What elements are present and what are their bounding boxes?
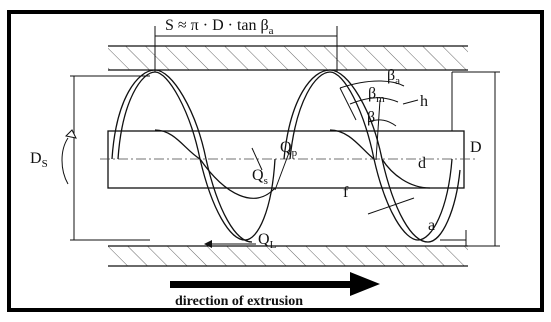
beta-a-label: βa [387, 67, 400, 87]
f-leader [367, 197, 415, 215]
a-label: a [428, 217, 435, 234]
Qp-leader [274, 149, 291, 191]
QL-label: QL [258, 231, 277, 251]
Qs-leader [251, 147, 263, 171]
flight-underside [199, 158, 276, 199]
Qs-label: Qs [252, 167, 268, 187]
beta-m-label: βm [368, 85, 385, 105]
barrel-bottom-wall [108, 245, 468, 267]
pitch-dimension [154, 26, 338, 72]
d-label: d [418, 155, 426, 172]
a-dimension [440, 230, 467, 246]
leakage-arrow [204, 240, 256, 248]
pitch-formula: S ≈ π · D · tan βa [165, 17, 274, 37]
Ds-label: DS [30, 150, 48, 170]
h-label: h [420, 93, 428, 110]
extrusion-direction-arrow [170, 272, 380, 296]
h-leader [402, 99, 419, 105]
barrel-top-wall [108, 45, 468, 71]
d-dimension [451, 71, 500, 247]
f-label: f [343, 184, 349, 201]
ds-dimension [61, 75, 150, 241]
screw-flight-2 [283, 69, 461, 243]
helix-angle-arcs [339, 80, 405, 161]
D-label: D [470, 139, 482, 156]
beta-label: β [367, 109, 375, 126]
direction-caption: direction of extrusion [175, 294, 303, 309]
